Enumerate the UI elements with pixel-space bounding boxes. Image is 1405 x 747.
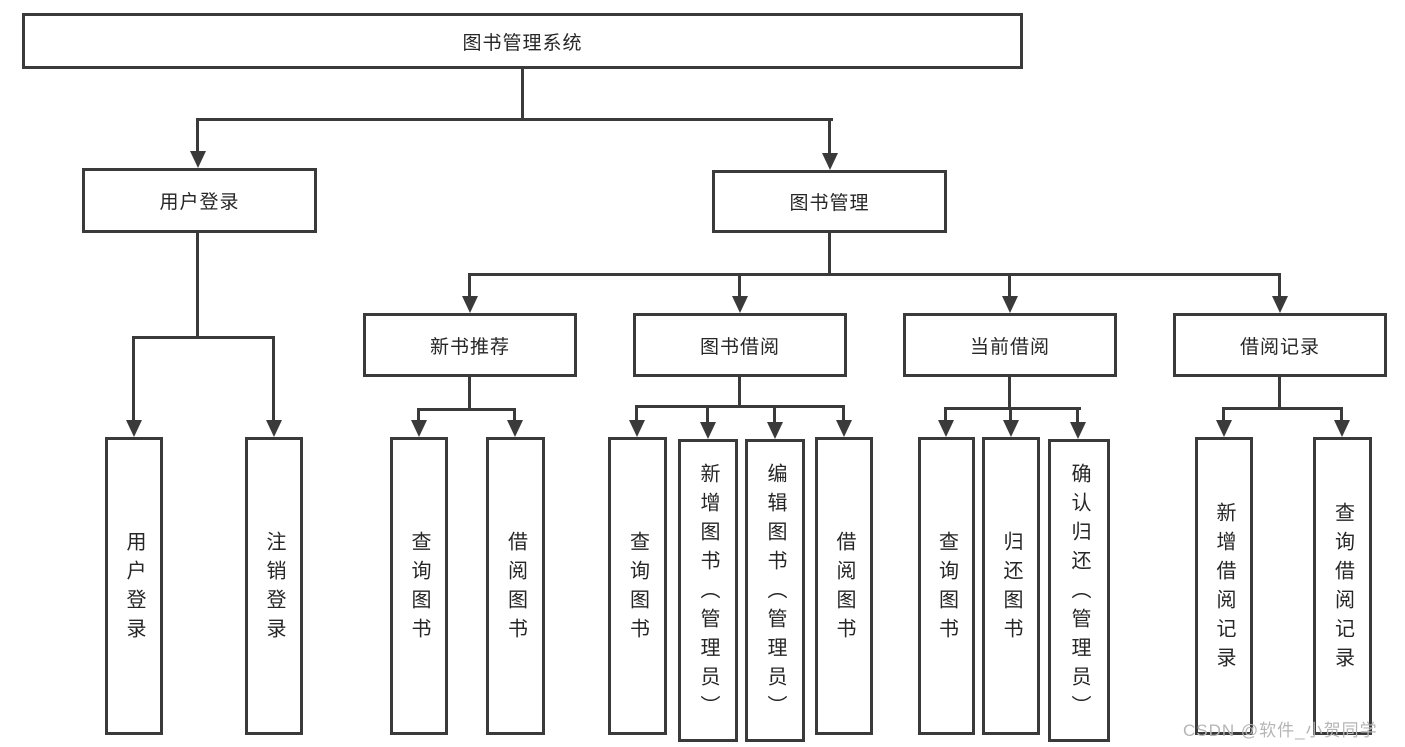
- connector-arrow-stem: [738, 273, 741, 299]
- node-user-login: 用户登录: [82, 168, 317, 233]
- leaf-edit-book-admin: 编辑图书（管理员）: [745, 439, 805, 742]
- arrow-down-icon: [266, 420, 282, 437]
- node-root: 图书管理系统: [22, 13, 1023, 69]
- connector-arrow-stem: [196, 118, 199, 154]
- connector-arrow-stem: [1009, 407, 1012, 422]
- leaf-return-book: 归还图书: [982, 437, 1040, 735]
- leaf-logout-label: 注销登录: [263, 531, 285, 647]
- connector-arrow-stem: [1340, 407, 1343, 422]
- arrow-down-icon: [462, 296, 478, 313]
- arrow-down-icon: [1334, 420, 1350, 437]
- arrow-down-icon: [938, 420, 954, 437]
- leaf-add-borrow-record-label: 新增借阅记录: [1213, 502, 1235, 676]
- leaf-query-books-newbook-label: 查询图书: [408, 531, 430, 647]
- leaf-query-books-borrow-label: 查询图书: [626, 531, 649, 647]
- arrow-down-icon: [732, 296, 748, 313]
- node-book-borrow-label: 图书借阅: [699, 336, 780, 358]
- connector-arrow-stem: [513, 408, 516, 422]
- node-user-login-label: 用户登录: [159, 192, 240, 213]
- arrow-down-icon: [836, 420, 852, 437]
- connector-arrow-stem: [842, 405, 845, 422]
- node-book-mgmt: 图书管理: [712, 170, 947, 233]
- connector-borrowrecord-hline: [1222, 407, 1343, 410]
- connector-arrow-stem: [706, 405, 709, 422]
- node-current-borrow: 当前借阅: [903, 313, 1117, 377]
- node-book-borrow: 图书借阅: [633, 313, 847, 377]
- leaf-query-borrow-record-label: 查询借阅记录: [1331, 502, 1354, 676]
- leaf-confirm-return-admin-label: 确认归还（管理员）: [1068, 463, 1090, 724]
- connector-arrow-stem: [1222, 407, 1225, 422]
- connector-newbook-hline: [417, 408, 516, 411]
- leaf-add-book-admin-label: 新增图书（管理员）: [697, 463, 719, 724]
- connector-arrow-stem: [417, 408, 420, 422]
- node-borrow-record: 借阅记录: [1173, 313, 1387, 377]
- leaf-user-login: 用户登录: [105, 437, 163, 735]
- node-new-book-recommend: 新书推荐: [363, 313, 577, 377]
- connector-arrow-stem: [944, 407, 947, 422]
- connector-currentborrow-hline: [944, 407, 1081, 410]
- csdn-watermark: CSDN @软件_小贺同学: [1183, 721, 1378, 740]
- leaf-user-login-label: 用户登录: [123, 531, 145, 647]
- connector-arrow-stem: [1008, 273, 1011, 299]
- connector-arrow-stem: [828, 118, 831, 156]
- node-current-borrow-label: 当前借阅: [969, 336, 1050, 358]
- arrow-down-icon: [126, 420, 142, 437]
- connector-newbook-stub: [468, 377, 471, 411]
- leaf-logout: 注销登录: [245, 437, 303, 735]
- connector-currentborrow-stub: [1008, 377, 1011, 410]
- connector-arrow-stem: [1278, 273, 1281, 299]
- arrow-down-icon: [1070, 422, 1086, 439]
- leaf-query-books-current-label: 查询图书: [935, 531, 958, 647]
- connector-bookborrow-hline: [635, 405, 845, 408]
- arrow-down-icon: [700, 422, 716, 439]
- connector-bookmgmt-stub: [828, 233, 831, 276]
- arrow-down-icon: [767, 422, 783, 439]
- leaf-query-books-newbook: 查询图书: [390, 437, 448, 735]
- node-root-label: 图书管理系统: [462, 32, 583, 54]
- connector-level2-hline: [196, 118, 833, 121]
- leaf-return-book-label: 归还图书: [1000, 531, 1022, 647]
- leaf-borrow-books-borrow-label: 借阅图书: [833, 531, 855, 647]
- leaf-query-books-current: 查询图书: [918, 437, 975, 735]
- connector-arrow-stem: [468, 273, 471, 299]
- leaf-borrow-books-newbook-label: 借阅图书: [504, 531, 527, 647]
- connector-arrow-stem: [272, 336, 275, 422]
- connector-level3-hline: [468, 273, 1281, 276]
- arrow-down-icon: [1003, 420, 1019, 437]
- connector-borrowrecord-stub: [1278, 377, 1281, 410]
- arrow-down-icon: [1216, 420, 1232, 437]
- leaf-borrow-books-borrow: 借阅图书: [815, 437, 873, 735]
- arrow-down-icon: [822, 153, 838, 170]
- leaf-query-borrow-record: 查询借阅记录: [1313, 437, 1372, 735]
- connector-arrow-stem: [635, 405, 638, 422]
- leaf-edit-book-admin-label: 编辑图书（管理员）: [764, 463, 786, 724]
- leaf-add-book-admin: 新增图书（管理员）: [678, 439, 738, 742]
- leaf-borrow-books-newbook: 借阅图书: [486, 437, 545, 735]
- leaf-query-books-borrow: 查询图书: [608, 437, 667, 735]
- leaf-add-borrow-record: 新增借阅记录: [1195, 437, 1253, 735]
- node-borrow-record-label: 借阅记录: [1239, 336, 1320, 358]
- connector-userlogin-hline: [132, 336, 275, 339]
- arrow-down-icon: [1272, 296, 1288, 313]
- arrow-down-icon: [507, 420, 523, 437]
- connector-userlogin-stub: [196, 233, 199, 339]
- connector-arrow-stem: [1076, 407, 1079, 422]
- arrow-down-icon: [1002, 296, 1018, 313]
- connector-bookborrow-stub: [738, 377, 741, 408]
- connector-root-stub: [521, 68, 524, 121]
- leaf-confirm-return-admin: 确认归还（管理员）: [1048, 439, 1110, 742]
- arrow-down-icon: [629, 420, 645, 437]
- arrow-down-icon: [411, 420, 427, 437]
- arrow-down-icon: [190, 151, 206, 168]
- node-book-mgmt-label: 图书管理: [789, 193, 870, 214]
- connector-arrow-stem: [773, 405, 776, 422]
- connector-arrow-stem: [132, 336, 135, 422]
- node-new-book-recommend-label: 新书推荐: [429, 336, 510, 358]
